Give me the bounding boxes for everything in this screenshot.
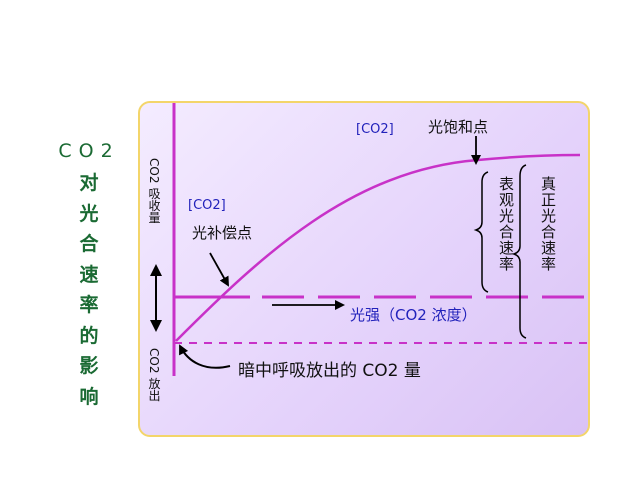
saturation-point-label: 光饱和点 — [428, 118, 489, 136]
respiration-arrow — [179, 344, 231, 369]
co2-left-label: [CO2] — [188, 198, 226, 213]
true-rate-brace — [511, 164, 527, 339]
side-title: CO2 对 光 合 速 率 的 影 响 — [52, 140, 126, 412]
y-up-label: CO2 吸收量 — [147, 158, 161, 224]
apparent-rate-brace — [473, 171, 489, 293]
co2-top-label: [CO2] — [356, 122, 394, 137]
diagram-panel — [138, 101, 590, 437]
side-title-char: 对 — [79, 172, 99, 194]
side-title-char: 响 — [79, 385, 99, 408]
apparent-rate-label: 表观光合速率 — [497, 176, 515, 272]
side-title-co2: CO2 — [58, 140, 120, 162]
side-title-char: 率 — [79, 294, 99, 316]
side-title-char: 速 — [79, 263, 99, 286]
side-title-char: 的 — [79, 324, 99, 347]
x-axis-label: 光强（CO2 浓度） — [350, 306, 477, 324]
light-response-curve — [175, 153, 581, 342]
side-title-char: 光 — [79, 202, 99, 225]
y-down-label: CO2 放出 — [147, 348, 161, 402]
compensation-arrow — [209, 252, 229, 287]
true-rate-label: 真正光合速率 — [539, 176, 557, 272]
side-title-char: 影 — [79, 355, 99, 377]
dark-respiration-label: 暗中呼吸放出的 CO2 量 — [238, 361, 421, 381]
compensation-point-label: 光补偿点 — [192, 224, 253, 242]
side-title-char: 合 — [79, 233, 99, 255]
